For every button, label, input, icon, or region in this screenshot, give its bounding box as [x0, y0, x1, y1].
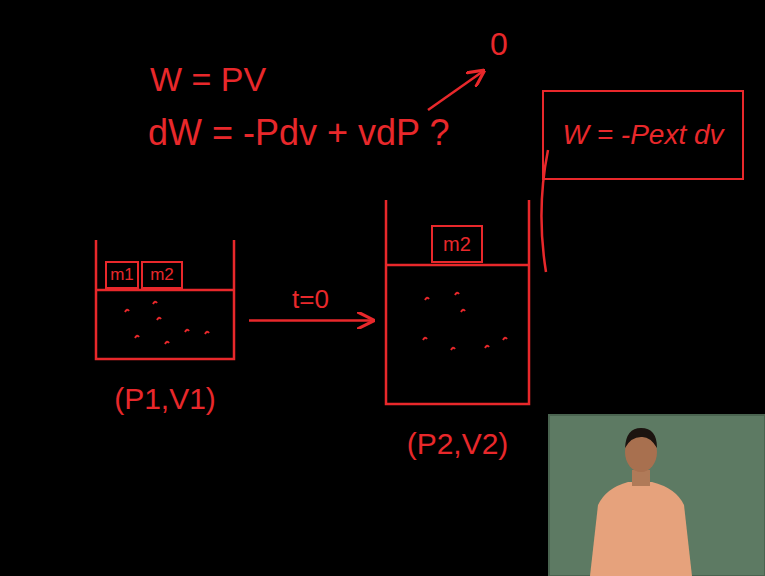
state-label: (P2,V2): [407, 427, 509, 462]
gas-molecule: [461, 310, 465, 312]
gas-molecule: [503, 338, 507, 340]
gas-molecule: [425, 298, 429, 300]
state-label-holder: (P1,V1): [114, 382, 216, 417]
piston-cylinder: (P1,V1)m1m2: [95, 240, 235, 360]
vessel-outline: [95, 240, 235, 360]
gas-molecule: [451, 348, 455, 350]
gas-molecule: [185, 330, 189, 332]
result-value: 0: [490, 26, 508, 63]
mass-label: m1: [110, 265, 134, 285]
state-label: (P1,V1): [114, 382, 216, 417]
gas-molecule: [125, 310, 129, 312]
piston: [386, 264, 529, 267]
gas-molecule: [205, 332, 209, 334]
equation: W = PV: [150, 60, 266, 99]
mass-block: m1: [105, 261, 139, 289]
equation: dW = -Pdv + vdP ?: [148, 112, 449, 153]
gas-molecule: [455, 293, 459, 295]
piston: [96, 289, 234, 292]
cylinder-wall: [386, 200, 529, 404]
gas-molecule: [153, 302, 157, 304]
formula-box: W = -Pext dv: [542, 90, 744, 180]
mass-label: m2: [443, 233, 471, 256]
formula-text: W = -Pext dv: [562, 119, 723, 151]
mass-label: m2: [150, 265, 174, 285]
gas-molecule: [485, 346, 489, 348]
gas-molecule: [157, 318, 161, 320]
leader-arrow: [428, 72, 482, 110]
vessel-outline: [385, 200, 530, 405]
state-label-holder: (P2,V2): [407, 427, 509, 462]
gas-molecule: [135, 336, 139, 338]
gas-molecule: [423, 338, 427, 340]
video-inset: [549, 415, 765, 576]
mass-block: m2: [141, 261, 183, 289]
mass-block: m2: [431, 225, 483, 263]
piston-cylinder: (P2,V2)m2: [385, 200, 530, 405]
gas-molecule: [165, 342, 169, 344]
connector-arrow: [249, 319, 371, 322]
edge-label: t=0: [289, 285, 332, 315]
cylinder-wall: [96, 240, 234, 359]
